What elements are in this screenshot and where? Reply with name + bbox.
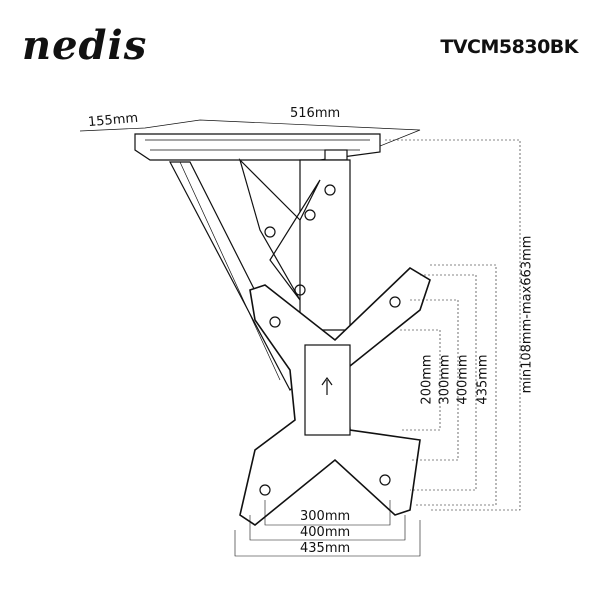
- hinge-links: [238, 157, 321, 301]
- top-dimension-lines: [79, 119, 421, 147]
- vesa-h-300-label: 300mm: [300, 509, 351, 524]
- vesa-h-400-label: 400mm: [300, 525, 351, 540]
- horizontal-dimension-lines: [234, 500, 421, 557]
- vertical-dimension-lines: [385, 139, 521, 511]
- height-range-label: min108mm-max663mm: [519, 235, 535, 394]
- up-arrow-icon: [321, 376, 333, 395]
- column: [299, 159, 351, 331]
- nedis-logo: nedis: [22, 22, 148, 69]
- vesa-v-400-label: 400mm: [455, 354, 471, 405]
- vesa-v-200-label: 200mm: [419, 354, 435, 405]
- vesa-h-435-label: 435mm: [300, 541, 351, 556]
- model-number: TVCM5830BK: [440, 36, 578, 58]
- vesa-v-300-label: 300mm: [437, 354, 453, 405]
- vesa-v-435-label: 435mm: [475, 354, 491, 405]
- width-label: 516mm: [290, 106, 341, 121]
